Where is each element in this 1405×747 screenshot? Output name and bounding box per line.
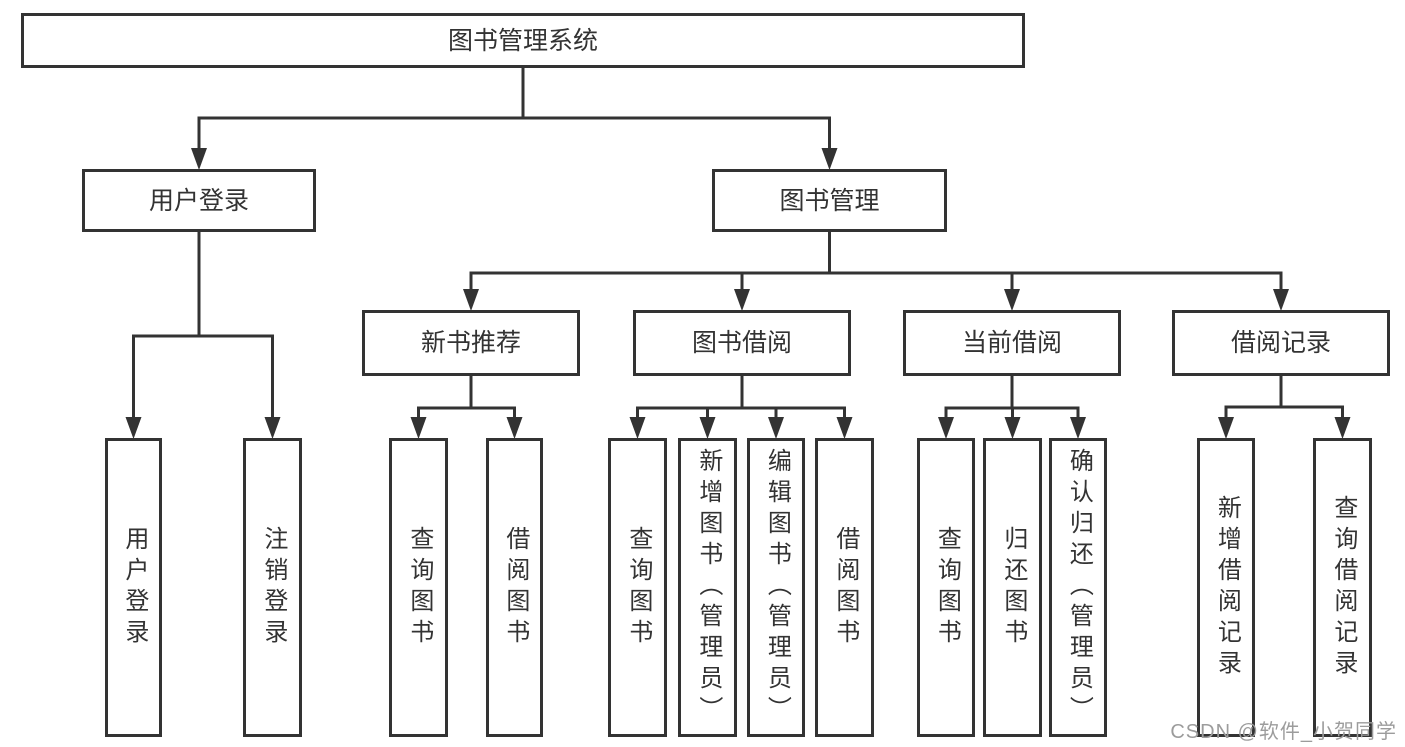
node-leaf-nb-borrow: 借阅图书 xyxy=(486,438,543,737)
node-root: 图书管理系统 xyxy=(21,13,1025,68)
node-login: 用户登录 xyxy=(82,169,316,232)
node-leaf-cur-confirm: 确认归还（管理员） xyxy=(1049,438,1107,737)
node-leaf-cur-return: 归还图书 xyxy=(983,438,1042,737)
arrowhead-icon xyxy=(410,417,427,439)
node-current: 当前借阅 xyxy=(903,310,1121,376)
arrowhead-icon xyxy=(463,289,479,311)
arrowhead-icon xyxy=(938,417,954,439)
node-mgmt: 图书管理 xyxy=(712,169,947,232)
node-leaf-cur-query: 查询图书 xyxy=(917,438,975,737)
arrowhead-icon xyxy=(699,417,716,439)
arrowhead-icon xyxy=(1273,289,1289,311)
node-leaf-rec-add: 新增借阅记录 xyxy=(1197,438,1255,737)
arrowhead-icon xyxy=(506,417,523,439)
node-leaf-logout: 注销登录 xyxy=(243,438,302,737)
arrowhead-icon xyxy=(264,417,281,439)
node-leaf-bw-query: 查询图书 xyxy=(608,438,667,737)
arrowhead-icon xyxy=(125,417,142,439)
arrowhead-icon xyxy=(821,148,838,170)
arrowhead-icon xyxy=(1334,417,1351,439)
node-borrow: 图书借阅 xyxy=(633,310,851,376)
arrowhead-icon xyxy=(191,148,207,170)
arrowhead-icon xyxy=(629,417,646,439)
node-leaf-bw-edit: 编辑图书（管理员） xyxy=(747,438,805,737)
node-newbook: 新书推荐 xyxy=(362,310,580,376)
arrowhead-icon xyxy=(1070,417,1086,439)
watermark: CSDN @软件_小贺同学 xyxy=(1170,721,1397,743)
arrowhead-icon xyxy=(1004,417,1021,439)
arrowhead-icon xyxy=(1004,289,1020,311)
node-leaf-nb-query: 查询图书 xyxy=(389,438,448,737)
node-leaf-user-login: 用户登录 xyxy=(105,438,162,737)
node-leaf-rec-query: 查询借阅记录 xyxy=(1313,438,1372,737)
arrowhead-icon xyxy=(1218,417,1234,439)
arrowhead-icon xyxy=(734,289,750,311)
node-records: 借阅记录 xyxy=(1172,310,1390,376)
node-leaf-bw-add: 新增图书（管理员） xyxy=(678,438,737,737)
arrowhead-icon xyxy=(768,417,784,439)
arrowhead-icon xyxy=(836,417,853,439)
node-leaf-bw-borrow: 借阅图书 xyxy=(815,438,874,737)
